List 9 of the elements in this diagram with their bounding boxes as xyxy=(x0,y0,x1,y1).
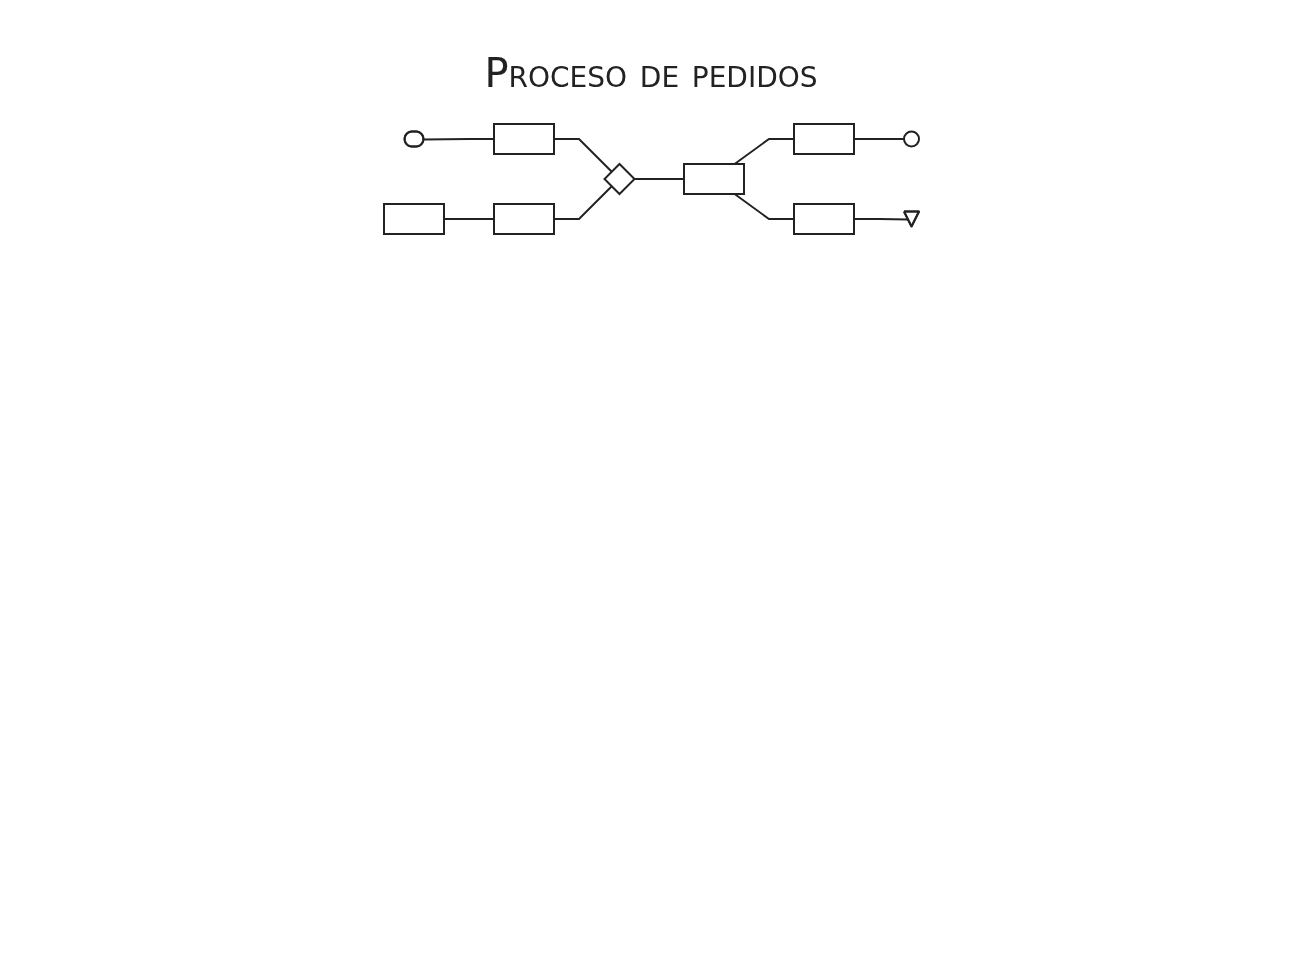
node-box xyxy=(682,163,745,195)
node-box xyxy=(792,123,855,155)
node-box xyxy=(382,203,445,235)
node-box xyxy=(792,203,855,235)
node-box xyxy=(492,123,555,155)
node-diamond xyxy=(602,162,636,196)
node-circle xyxy=(902,130,920,148)
node-box xyxy=(492,203,555,235)
diagram-title: Proceso de pedidos xyxy=(484,50,818,96)
